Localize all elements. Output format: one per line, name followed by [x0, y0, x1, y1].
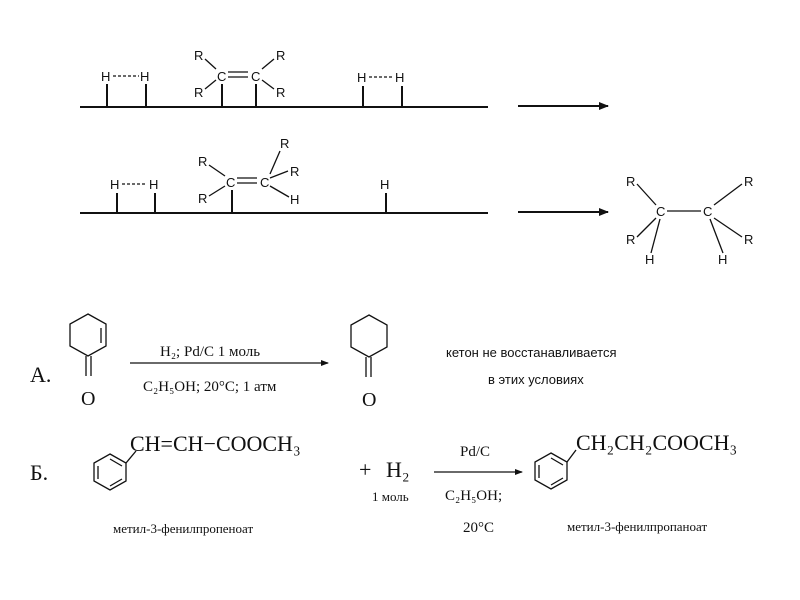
- c-r-bond: [713, 183, 743, 206]
- c-r-bond: [208, 164, 226, 177]
- atom-h: H: [645, 252, 654, 267]
- six-membered-ring: [69, 313, 107, 357]
- reaction-b-temperature: 20°C: [463, 520, 494, 536]
- atom-r: R: [194, 48, 203, 63]
- atom-h: H: [718, 252, 727, 267]
- atom-c: C: [251, 69, 260, 84]
- atom-c: C: [217, 69, 226, 84]
- atom-h: H: [149, 177, 158, 192]
- reactant-name: метил-3-фенилпропеноат: [113, 521, 253, 536]
- atom-r: R: [276, 85, 285, 100]
- reaction-a-note-line1: кетон не восстанавливается: [446, 345, 617, 360]
- atom-h: H: [110, 177, 119, 192]
- reaction-a-label: А.: [30, 362, 51, 387]
- reaction-b-plus: +: [359, 457, 371, 482]
- alkane-product: C C R R H R R H: [626, 174, 753, 267]
- c-r-bond: [269, 150, 281, 175]
- reaction-b-h2: H₂: [386, 457, 410, 482]
- atom-r: R: [276, 48, 285, 63]
- atom-c: C: [226, 175, 235, 190]
- atom-h: H: [290, 192, 299, 207]
- reaction-a-reagents-bottom: C₂H₅OH; 20°C; 1 атм: [143, 379, 277, 395]
- mechanism-step-1: H H C C R R R R H H: [80, 48, 609, 110]
- atom-c: C: [260, 175, 269, 190]
- atom-h: H: [140, 69, 149, 84]
- atom-h: H: [380, 177, 389, 192]
- aromatic-bond: [550, 457, 564, 466]
- atom-h: H: [357, 70, 366, 85]
- product-name: метил-3-фенилпропаноат: [567, 519, 707, 534]
- reaction-a-note-line2: в этих условиях: [488, 372, 584, 387]
- atom-r: R: [744, 174, 753, 189]
- c-h-bond: [650, 218, 661, 254]
- atom-o: O: [362, 389, 376, 411]
- aromatic-bond: [109, 458, 123, 467]
- atom-r: R: [198, 154, 207, 169]
- atom-r: R: [626, 232, 635, 247]
- reaction-b-h2-amount: 1 моль: [372, 489, 409, 504]
- reactant-chain: CH=CH−COOCH₃: [130, 431, 301, 456]
- atom-o: O: [81, 388, 95, 410]
- c-r-bond: [713, 217, 743, 238]
- reaction-b-catalyst: Pd/C: [460, 444, 490, 460]
- ring-chain-bond: [566, 449, 577, 463]
- atom-r: R: [194, 85, 203, 100]
- cyclohexanone-structure: O: [350, 314, 388, 411]
- c-r-bond: [636, 183, 657, 206]
- c-r-bond: [204, 79, 217, 90]
- c-r-bond: [269, 170, 289, 179]
- product-chain: CH₂CH₂COOCH₃: [576, 430, 737, 455]
- cyclohexenone-structure: O: [69, 313, 107, 410]
- atom-r: R: [626, 174, 635, 189]
- atom-r: R: [280, 136, 289, 151]
- atom-r: R: [198, 191, 207, 206]
- c-h-bond: [709, 218, 724, 254]
- c-r-bond: [261, 79, 275, 90]
- phenyl-ring-reactant: [93, 450, 137, 491]
- atom-c: C: [656, 204, 665, 219]
- reaction-b-solvent: C₂H₅OH;: [445, 488, 502, 504]
- c-h-bond: [269, 185, 290, 198]
- aromatic-bond: [109, 478, 123, 487]
- c-r-bond: [261, 58, 275, 70]
- atom-r: R: [290, 164, 299, 179]
- ring-chain-bond: [125, 450, 137, 464]
- reaction-a: А. O H₂; Pd/C 1 моль C₂H₅OH; 20°C; 1 атм…: [30, 313, 617, 411]
- reaction-a-reagents-top: H₂; Pd/C 1 моль: [160, 344, 260, 360]
- reaction-b-label: Б.: [30, 460, 48, 485]
- c-r-bond: [636, 217, 657, 238]
- aromatic-bond: [550, 477, 564, 486]
- six-membered-ring: [350, 314, 388, 358]
- reaction-b: Б. CH=CH−COOCH₃ + H₂ 1 моль Pd/C C₂H₅OH;…: [30, 430, 737, 536]
- atom-c: C: [703, 204, 712, 219]
- phenyl-ring-product: [534, 449, 577, 490]
- mechanism-step-2: H H C C R R R R H H C C R R H: [80, 136, 753, 267]
- c-r-bond: [204, 58, 217, 70]
- atom-r: R: [744, 232, 753, 247]
- atom-h: H: [101, 69, 110, 84]
- c-r-bond: [208, 185, 226, 197]
- atom-h: H: [395, 70, 404, 85]
